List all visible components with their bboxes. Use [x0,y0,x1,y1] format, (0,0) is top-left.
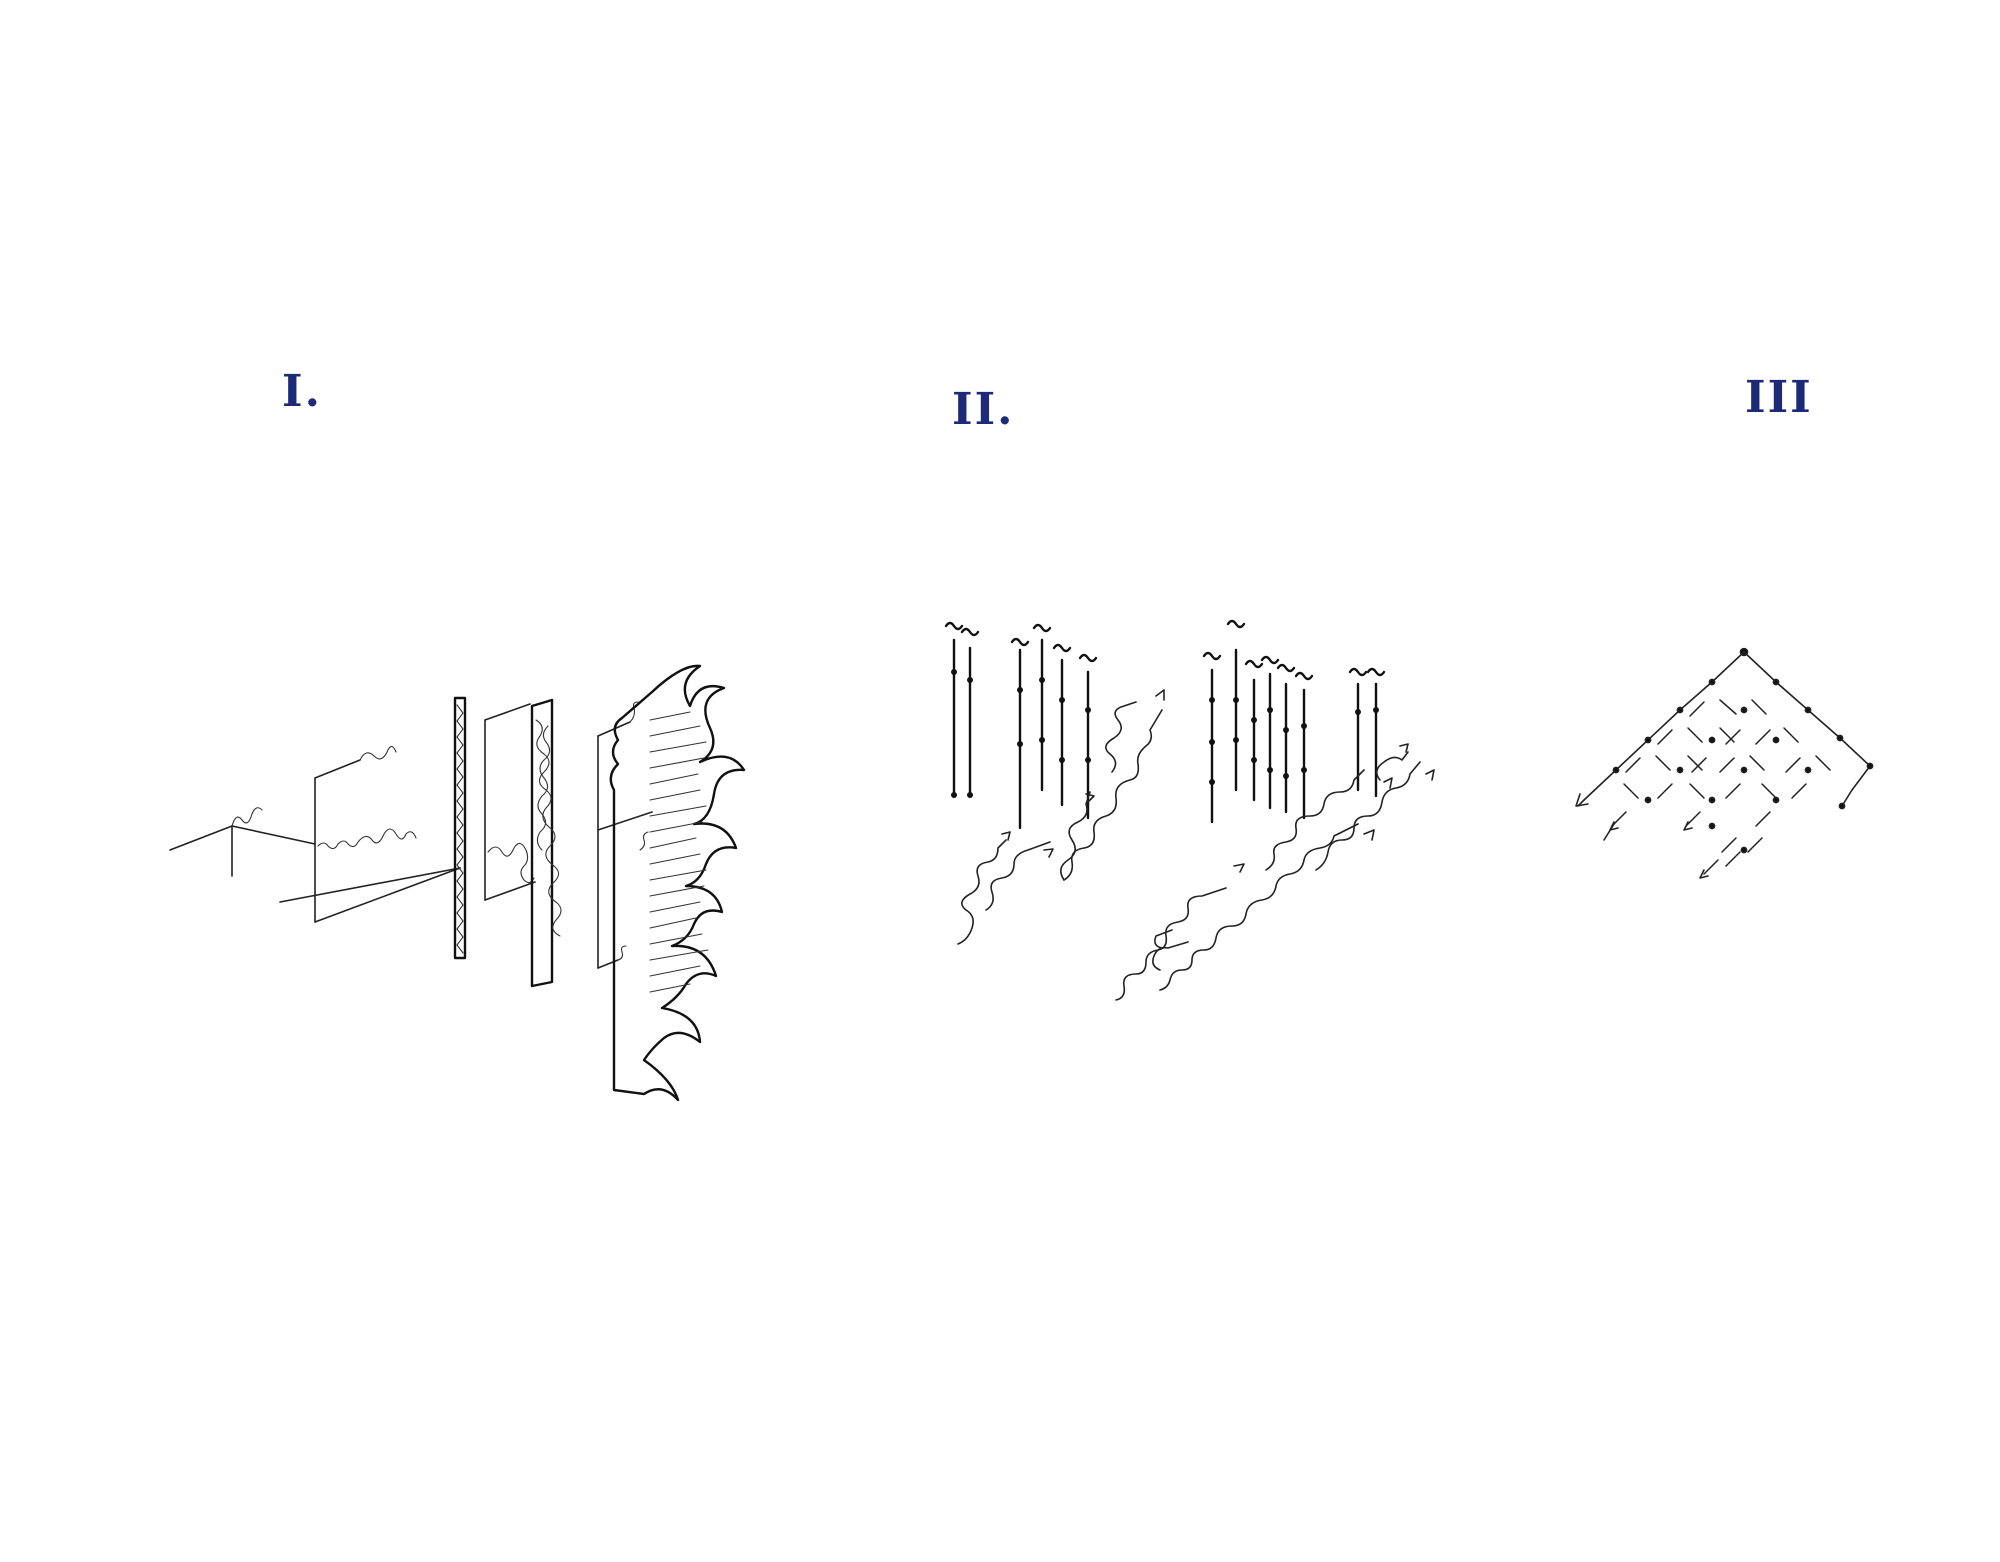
plate-4 [530,698,554,988]
panel-label-3: III [1745,372,1813,423]
frame-3-top [484,703,531,721]
plate-2 [453,696,467,960]
stems-group-4 [1348,667,1386,798]
stems-group-3 [1202,619,1314,824]
squiggle [617,945,627,961]
squiggle [231,807,263,827]
wave-slab [609,664,746,1102]
plate-texture [535,719,562,937]
beam-line [597,811,653,831]
panel-label-2: II. [952,384,1015,435]
wave-hatching [649,711,709,993]
beam-line [231,825,316,845]
plate-texture [456,704,464,954]
frame-1-top [314,759,361,779]
arrow-lattice [1575,647,1874,879]
squiggle [639,831,649,851]
plate-texture [536,725,551,851]
squiggle [317,828,417,850]
panel-2-diagram [944,619,1435,1001]
squiggle [487,842,535,884]
stems-group-2 [1010,623,1098,830]
wavy-arrows [957,689,1435,1001]
beam-line [169,825,233,851]
panel-label-1: I. [282,366,322,417]
squiggle [359,745,397,761]
beam-line [279,867,461,903]
panel-1-diagram [169,664,746,1102]
stems-group-1 [944,621,980,798]
frame-3-bottom [484,881,536,901]
panel-3-diagram [1575,647,1874,879]
beam-line [314,867,461,923]
